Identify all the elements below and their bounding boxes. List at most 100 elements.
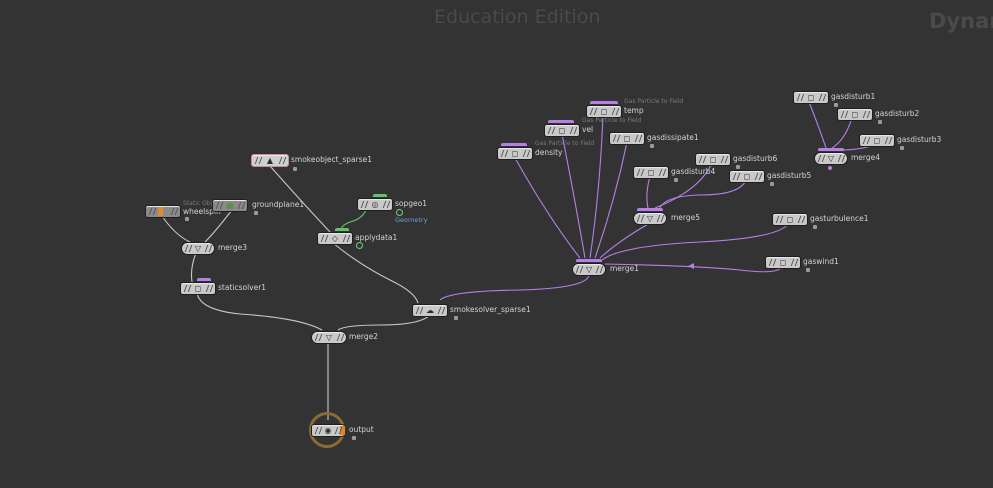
node-body[interactable]: ◻: [609, 132, 645, 145]
node-stripe: [148, 208, 153, 215]
node-flag-indicator: [674, 178, 678, 182]
display-flag[interactable]: [335, 228, 349, 231]
display-flag[interactable]: [373, 194, 387, 197]
node-stripe: [386, 201, 391, 208]
node-body[interactable]: ◻: [586, 105, 622, 118]
node-label: output: [349, 425, 374, 434]
node-stripe: [334, 427, 339, 434]
node-flag-indicator: [770, 182, 774, 186]
node-body[interactable]: ☁: [412, 304, 448, 317]
microsolver-icon: ◻: [709, 155, 717, 164]
node-stripe: [209, 285, 214, 292]
node-stripe: [174, 208, 179, 215]
display-flag[interactable]: [197, 278, 211, 281]
output-connector[interactable]: [356, 242, 363, 249]
node-label: gasdisturb4: [671, 167, 716, 176]
node-body[interactable]: ◻: [765, 256, 801, 269]
node-label: gasdisturb5: [767, 171, 812, 180]
display-flag[interactable]: [576, 259, 602, 262]
wire: [594, 141, 628, 259]
node-stripe: [318, 334, 323, 341]
gas-particle-to-field-icon: ◻: [558, 126, 566, 135]
node-stripe: [658, 169, 663, 176]
node-stripe: [342, 235, 347, 242]
node-body[interactable]: ◻: [695, 153, 731, 166]
node-stripe: [314, 427, 319, 434]
apply-data-icon: ◇: [331, 234, 339, 243]
node-label: smokesolver_sparse1: [450, 305, 531, 314]
node-label: gasdisturb3: [897, 135, 942, 144]
node-comment: Gas Particle to Field: [582, 117, 642, 124]
node-body[interactable]: ▽: [572, 263, 606, 276]
node-body[interactable]: ◻: [793, 91, 829, 104]
sop-geometry-icon: ◎: [371, 200, 379, 209]
node-stripe: [866, 137, 871, 144]
node-stripe: [215, 202, 220, 209]
gas-particle-to-field-icon: ◻: [600, 107, 608, 116]
display-flag[interactable]: [548, 120, 574, 123]
output-flag-icon: [340, 426, 345, 435]
display-flag[interactable]: [501, 143, 527, 146]
node-label: gaswind1: [803, 257, 839, 266]
output-connector[interactable]: [396, 209, 403, 216]
node-stripe: [758, 173, 763, 180]
node-comment: Gas Particle to Field: [535, 140, 595, 147]
node-body[interactable]: ▦: [212, 199, 248, 212]
node-label: temp: [624, 106, 644, 115]
node-stripe: [801, 216, 806, 223]
node-stripe: [437, 307, 442, 314]
merge-funnel-icon: ▽: [194, 244, 202, 253]
node-body[interactable]: ◇: [317, 232, 353, 245]
node-body[interactable]: ▽: [311, 331, 347, 344]
node-body[interactable]: ◻: [544, 124, 580, 137]
node-body[interactable]: ▲: [251, 154, 289, 167]
node-label: staticsolver1: [218, 283, 267, 292]
wire: [646, 175, 651, 209]
node-body[interactable]: ◎: [357, 198, 393, 211]
node-stripe: [794, 259, 799, 266]
node-label: merge5: [671, 213, 701, 222]
node-stripe: [640, 215, 645, 222]
node-body[interactable]: ▽: [814, 152, 848, 165]
node-body[interactable]: ◻: [859, 134, 895, 147]
display-flag[interactable]: [637, 208, 663, 211]
node-stripe: [724, 156, 729, 163]
wire-arrow: [688, 263, 694, 269]
node-label: wheelspin: [183, 207, 221, 216]
node-stripe: [254, 157, 259, 164]
node-body[interactable]: ◻: [497, 147, 533, 160]
wire: [604, 263, 783, 273]
node-stripe: [841, 155, 846, 162]
wire: [337, 314, 431, 331]
node-stripe: [779, 216, 784, 223]
node-stripe: [720, 156, 725, 163]
node-stripe: [775, 216, 780, 223]
node-stripe: [817, 155, 822, 162]
node-body[interactable]: ◻: [633, 166, 669, 179]
node-stripe: [575, 266, 580, 273]
node-stripe: [593, 108, 598, 115]
node-label: merge4: [851, 153, 881, 162]
node-body[interactable]: ◻: [180, 282, 216, 295]
node-body[interactable]: ▽: [181, 242, 215, 255]
node-body[interactable]: ◉: [311, 424, 345, 437]
node-stripe: [364, 201, 369, 208]
node-body[interactable]: ▽: [633, 212, 667, 225]
node-flag-indicator: [293, 167, 297, 171]
node-output-connector[interactable]: [828, 166, 832, 170]
node-body[interactable]: ◻: [729, 170, 765, 183]
node-flag-indicator: [650, 144, 654, 148]
node-body[interactable]: ◻: [772, 213, 808, 226]
node-label: gasdisturb2: [875, 109, 920, 118]
wire: [514, 157, 581, 259]
node-stripe: [340, 334, 345, 341]
display-flag[interactable]: [818, 148, 844, 151]
node-stripe: [698, 156, 703, 163]
node-body[interactable]: ◻: [837, 108, 873, 121]
node-stripe: [258, 157, 263, 164]
display-flag[interactable]: [590, 101, 618, 104]
node-stripe: [640, 169, 645, 176]
node-body[interactable]: [145, 205, 181, 218]
node-stripe: [662, 169, 667, 176]
